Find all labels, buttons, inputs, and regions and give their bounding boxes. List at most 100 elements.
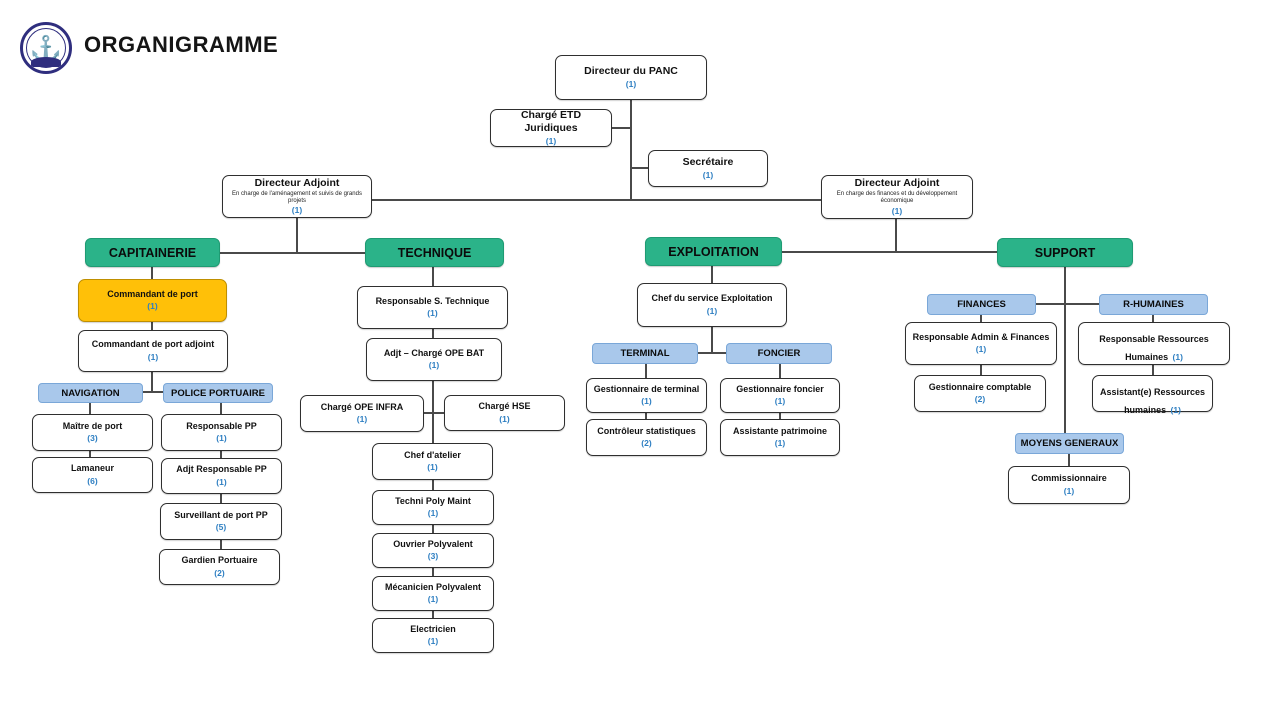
subheader-navigation: NAVIGATION [38, 383, 143, 403]
org-node-charge-etd-juridiques: Chargé ETD Juridiques (1) [490, 109, 612, 147]
node-count: (1) [641, 396, 652, 407]
node-count: (1) [427, 594, 439, 605]
org-node-controleur-statistiques: Contrôleur statistiques (2) [586, 419, 707, 456]
node-label: Directeur Adjoint [854, 177, 940, 190]
org-node-surveillant-de-port-pp: Surveillant de port PP (5) [160, 503, 282, 540]
node-count: (1) [291, 205, 303, 216]
node-count: (1) [147, 351, 159, 362]
node-count: (1) [427, 508, 439, 519]
node-count: (1) [774, 438, 786, 449]
connector-line [631, 167, 648, 169]
subheader-r-humaines: R-HUMAINES [1099, 294, 1208, 315]
org-node-responsable-pp: Responsable PP (1) [161, 414, 282, 451]
connector-line [1036, 303, 1099, 305]
subheader-finances: FINANCES [927, 294, 1036, 315]
node-count: (1) [427, 462, 438, 473]
org-node-ouvrier-polyvalent: Ouvrier Polyvalent (3) [372, 533, 494, 568]
org-node-charge-hse: Chargé HSE (1) [444, 395, 565, 431]
connector-line [151, 372, 153, 393]
node-count: (1) [545, 136, 557, 147]
node-label: Adjt Responsable PP [176, 464, 267, 475]
org-node-adjt-responsable-pp: Adjt Responsable PP (1) [161, 458, 282, 494]
node-count: (1) [499, 413, 510, 424]
node-count: (5) [215, 522, 227, 533]
connector-line [151, 267, 153, 279]
org-node-responsable-ressources-humaines: Responsable Ressources Humaines (1) [1078, 322, 1230, 365]
org-node-assistant-ressources-humaines: Assistant(e) Ressources humaines (1) [1092, 375, 1213, 415]
connector-line [432, 329, 434, 338]
node-count: (1) [706, 305, 718, 316]
node-label: Commandant de port [107, 288, 198, 299]
org-node-commissionnaire: Commissionnaire (1) [1008, 466, 1130, 504]
node-label: Secrétaire [682, 155, 734, 168]
org-node-lamaneur: Lamaneur (6) [32, 457, 153, 493]
dept-header-technique: TECHNIQUE [365, 238, 504, 267]
node-label: Gestionnaire de terminal [593, 383, 700, 394]
node-count: (1) [428, 360, 440, 371]
connector-line [433, 412, 444, 414]
subheader-police-portuaire: POLICE PORTUAIRE [163, 383, 273, 403]
node-count: (1) [702, 170, 714, 181]
connector-line [980, 365, 982, 375]
node-label: Adjt – Chargé OPE BAT [383, 347, 485, 358]
connector-line [432, 525, 434, 533]
node-label: Assistant(e) Ressources humaines [1099, 387, 1206, 415]
node-count: (3) [427, 551, 439, 562]
node-count: (1) [1172, 352, 1183, 362]
connector-line [1064, 267, 1066, 433]
connector-line [645, 413, 647, 419]
node-count: (2) [974, 394, 986, 405]
subheader-foncier: FONCIER [726, 343, 832, 364]
node-label: Ouvrier Polyvalent [393, 538, 473, 549]
connector-line [1152, 315, 1154, 322]
org-node-charge-ope-infra: Chargé OPE INFRA (1) [300, 395, 424, 432]
dept-header-capitainerie: CAPITAINERIE [85, 238, 220, 267]
node-label: Gestionnaire comptable [928, 381, 1032, 392]
node-label: Maître de port [62, 420, 123, 431]
node-label: Responsable Admin & Finances [912, 331, 1050, 342]
connector-line [143, 391, 163, 393]
node-label: Chargé ETD Juridiques [520, 108, 582, 134]
connector-line [151, 321, 153, 330]
node-label: Chargé HSE [478, 401, 531, 412]
connector-line [432, 611, 434, 618]
connector-line [980, 315, 982, 322]
org-node-assistante-patrimoine: Assistante patrimoine (1) [720, 419, 840, 456]
connector-line [1068, 453, 1070, 467]
connector-line [89, 403, 91, 414]
connector-line [220, 451, 222, 458]
org-node-responsable-admin-finances: Responsable Admin & Finances (1) [905, 322, 1057, 365]
node-label: Gardien Portuaire [181, 555, 258, 566]
node-subtitle: En charge des finances et du développeme… [836, 191, 958, 205]
node-label: Responsable Ressources Humaines [1099, 334, 1209, 362]
connector-line [432, 267, 434, 286]
dept-header-exploitation: EXPLOITATION [645, 237, 782, 266]
port-authority-logo: ⚓ [20, 22, 72, 74]
node-label: Techni Poly Maint [395, 495, 471, 506]
node-count: (1) [356, 414, 368, 425]
node-subtitle: En charge de l'aménagement et suivis de … [232, 190, 362, 204]
connector-line [89, 451, 91, 457]
connector-line [779, 364, 781, 378]
connector-line [611, 127, 631, 129]
org-node-responsable-s-technique: Responsable S. Technique (1) [357, 286, 508, 329]
logo-inner-ring [26, 28, 66, 68]
connector-line [711, 266, 713, 283]
node-label: Contrôleur statistiques [597, 425, 696, 436]
dept-header-support: SUPPORT [997, 238, 1133, 267]
node-label: Commissionnaire [1031, 473, 1107, 484]
org-node-gestionnaire-de-terminal: Gestionnaire de terminal (1) [586, 378, 707, 413]
node-count: (6) [87, 475, 98, 486]
connector-line [432, 480, 434, 490]
connector-line [779, 413, 781, 419]
node-count: (3) [87, 433, 98, 444]
node-count: (1) [774, 396, 786, 407]
org-node-mecanicien-polyvalent: Mécanicien Polyvalent (1) [372, 576, 494, 611]
connector-line [220, 494, 222, 503]
node-label: Assistante patrimoine [732, 425, 828, 436]
org-node-chef-du-service-exploitation: Chef du service Exploitation (1) [637, 283, 787, 327]
node-count: (1) [975, 344, 987, 355]
connector-line [698, 352, 726, 354]
node-label: Electricien [410, 623, 456, 634]
